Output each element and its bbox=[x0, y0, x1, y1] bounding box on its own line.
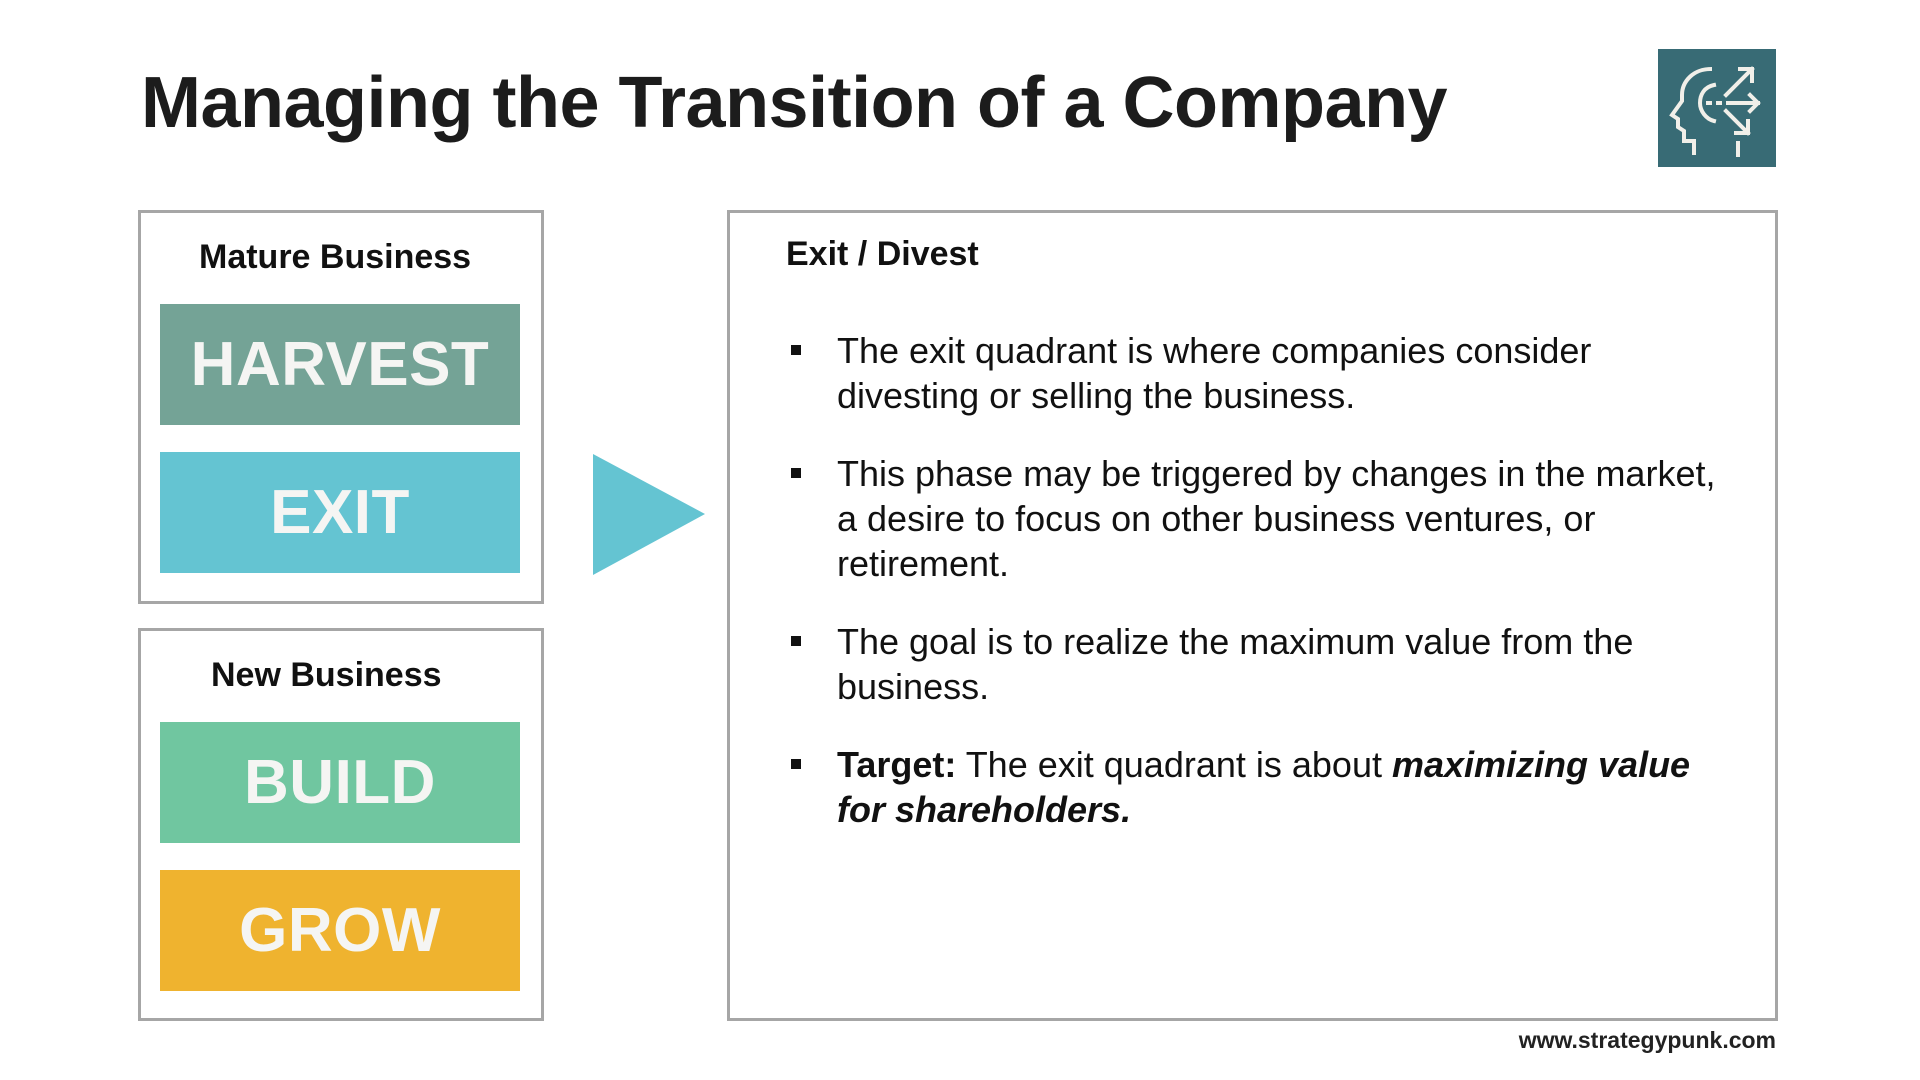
mature-business-label: Mature Business bbox=[199, 238, 472, 276]
triangle-right-icon bbox=[593, 454, 705, 575]
new-business-label: New Business bbox=[211, 656, 442, 694]
grow-block: GROW bbox=[160, 870, 520, 991]
bullet-item: The goal is to realize the maximum value… bbox=[789, 619, 1739, 709]
footer-url: www.strategypunk.com bbox=[1518, 1027, 1776, 1053]
bullet-item-target: Target: The exit quadrant is about maxim… bbox=[789, 742, 1739, 832]
panel-heading: Exit / Divest bbox=[786, 235, 979, 273]
bullet-text: The goal is to realize the maximum value… bbox=[837, 621, 1634, 707]
bullet-text: The exit quadrant is about bbox=[956, 744, 1392, 785]
square-bullet-icon bbox=[791, 468, 801, 478]
head-with-arrows-icon bbox=[1658, 49, 1776, 167]
square-bullet-icon bbox=[791, 345, 801, 355]
mature-business-box: Mature Business HARVEST EXIT bbox=[138, 210, 544, 604]
bullet-text: The exit quadrant is where companies con… bbox=[837, 330, 1592, 416]
target-label: Target: bbox=[837, 744, 957, 785]
square-bullet-icon bbox=[791, 759, 801, 769]
bullet-item: This phase may be triggered by changes i… bbox=[789, 451, 1739, 586]
exit-divest-panel: Exit / Divest The exit quadrant is where… bbox=[727, 210, 1778, 1021]
harvest-block: HARVEST bbox=[160, 304, 520, 425]
bullet-item: The exit quadrant is where companies con… bbox=[789, 328, 1739, 418]
page-title: Managing the Transition of a Company bbox=[141, 63, 1448, 143]
square-bullet-icon bbox=[791, 636, 801, 646]
bullet-list: The exit quadrant is where companies con… bbox=[789, 328, 1739, 865]
new-business-box: New Business BUILD GROW bbox=[138, 628, 544, 1021]
build-block: BUILD bbox=[160, 722, 520, 843]
target-emphasis: maximizing value for shareholders. bbox=[837, 744, 1691, 830]
exit-block: EXIT bbox=[160, 452, 520, 573]
bullet-text: This phase may be triggered by changes i… bbox=[837, 453, 1716, 584]
